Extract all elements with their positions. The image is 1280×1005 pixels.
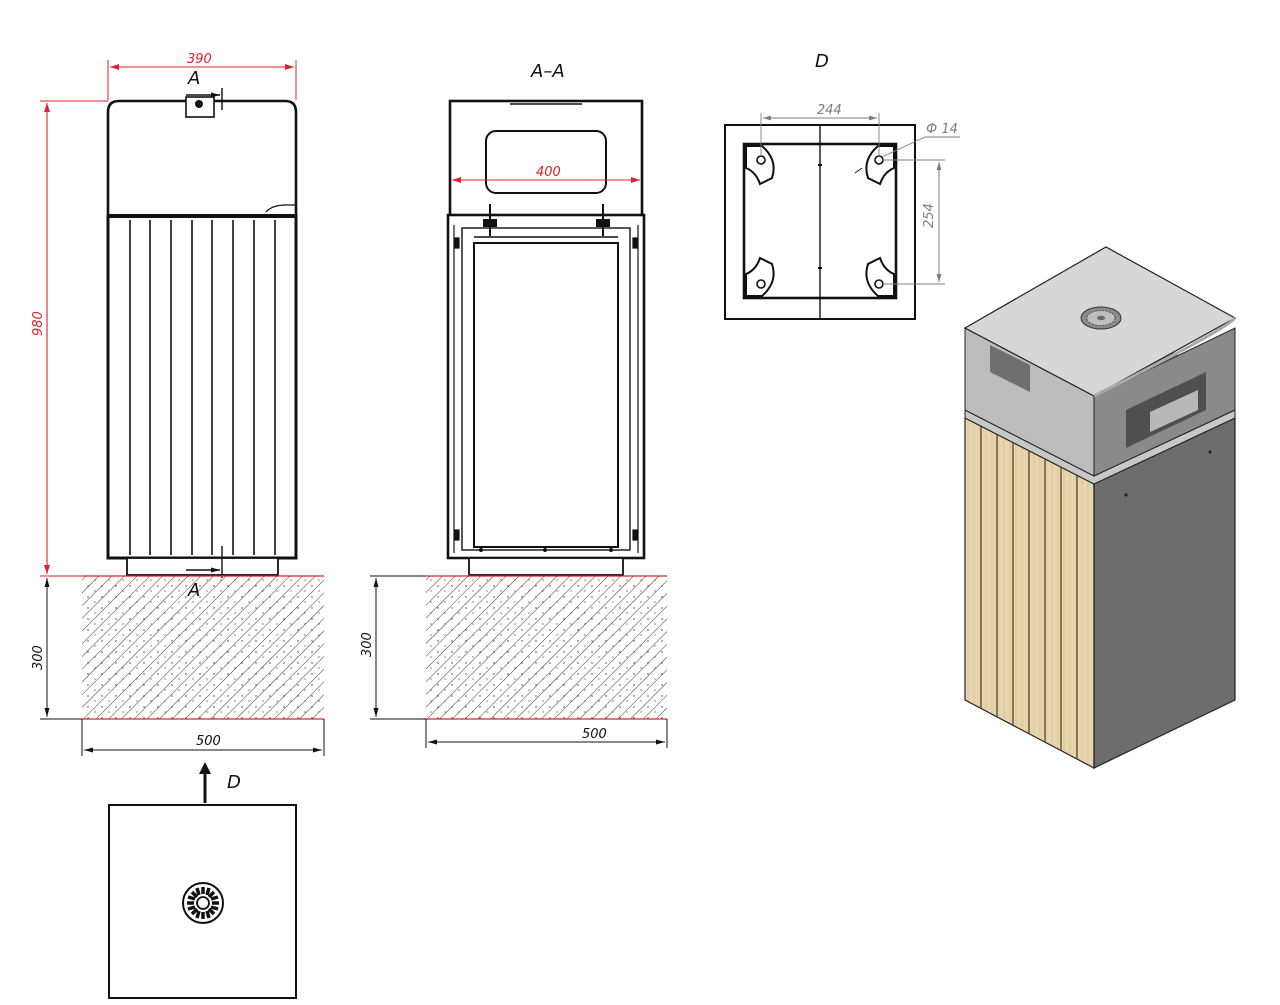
front-hood — [106, 99, 298, 216]
section-view: A–A 400 — [360, 61, 668, 748]
view-arrow-label: D — [227, 772, 241, 793]
dim-opening-width: 400 — [536, 165, 561, 180]
ashtray-icon — [182, 882, 224, 924]
inner-bin — [473, 242, 619, 548]
section-plinth — [468, 557, 624, 576]
section-opening — [485, 130, 607, 194]
front-view: A A 390 980 300 500 — [31, 52, 325, 756]
dim-foundation-width-front: 500 — [196, 734, 221, 749]
dim-foundation-width-section: 500 — [582, 727, 607, 742]
dim-bolt-spacing-y: 254 — [922, 203, 937, 228]
detail-title: D — [815, 51, 829, 72]
bolt-holes — [756, 155, 884, 289]
dim-hole-diameter: Ф 14 — [926, 122, 958, 137]
dim-foundation-height-front: 300 — [31, 645, 46, 670]
front-plinth — [126, 557, 279, 576]
dim-width-top: 390 — [187, 52, 212, 67]
detail-view: D 244 254 Ф 14 — [724, 51, 960, 320]
section-title: A–A — [530, 61, 565, 82]
front-body — [106, 214, 298, 560]
section-marker-top: A — [187, 68, 200, 89]
isometric-render — [963, 246, 1237, 769]
top-view: D — [108, 762, 297, 999]
front-slats — [129, 220, 276, 555]
dim-height-total: 980 — [31, 311, 46, 336]
dim-bolt-spacing-x: 244 — [817, 103, 842, 118]
dim-foundation-height-section: 300 — [360, 632, 375, 657]
